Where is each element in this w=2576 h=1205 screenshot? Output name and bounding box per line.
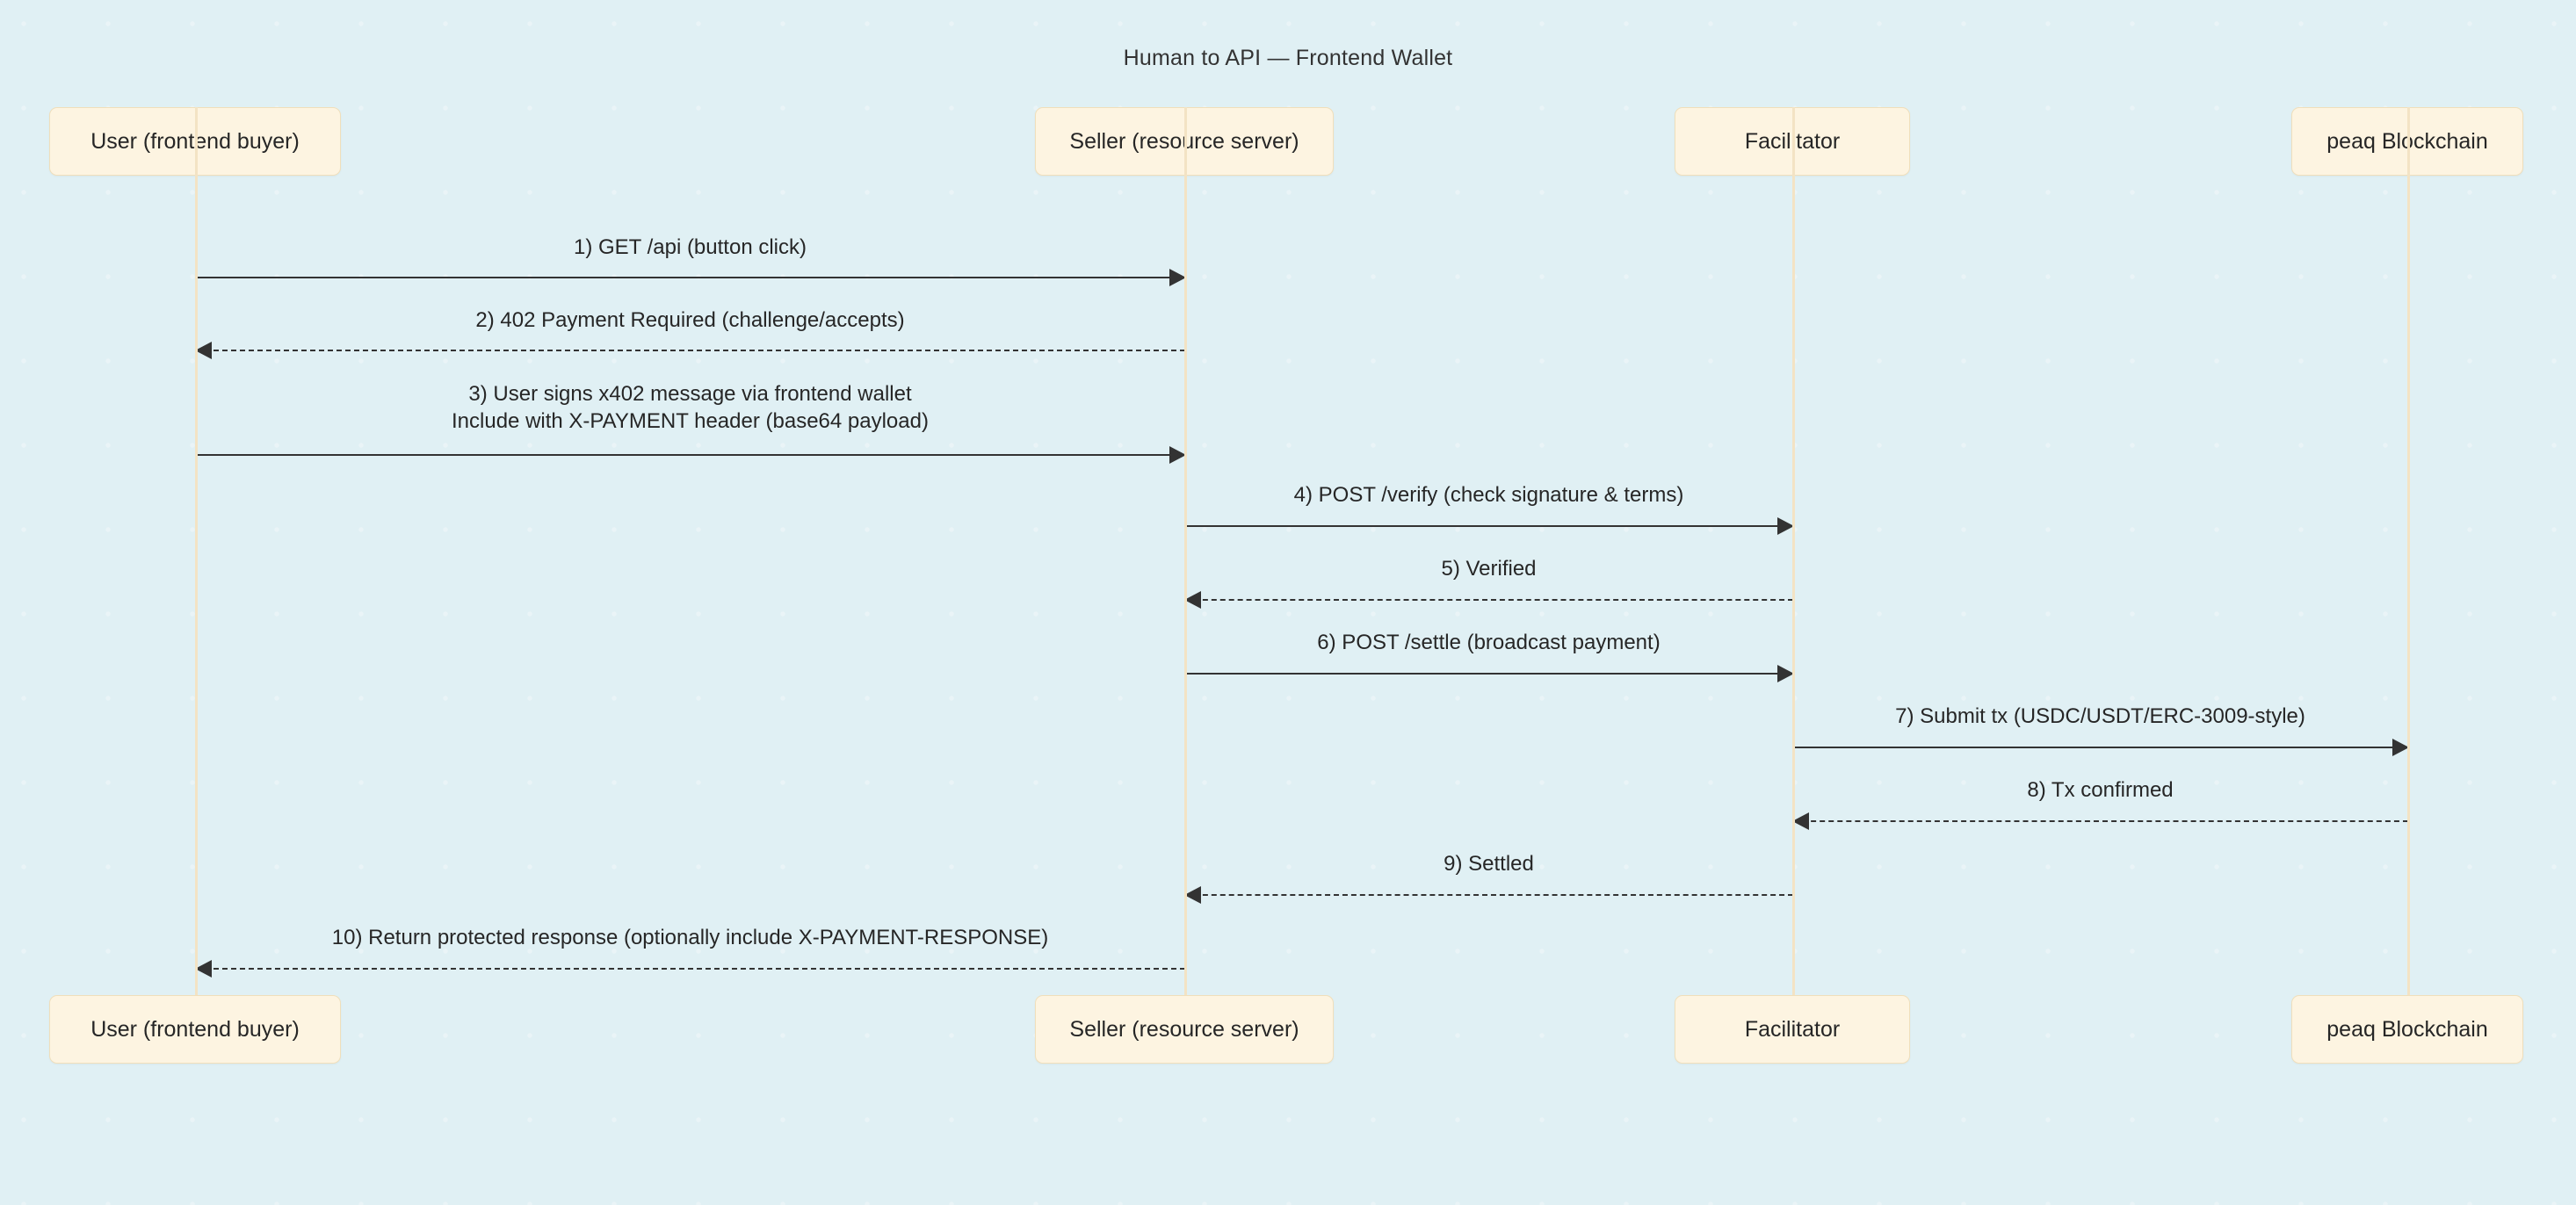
message-label-6: 6) POST /settle (broadcast payment) xyxy=(1317,631,1661,654)
arrow-head-icon xyxy=(1184,591,1201,609)
message-label-1: 1) GET /api (button click) xyxy=(574,235,807,259)
lifeline-seller xyxy=(1184,107,1187,995)
participant-label: User (frontend buyer) xyxy=(90,128,300,154)
arrow-head-icon xyxy=(1777,665,1794,682)
arrow-head-icon xyxy=(1169,446,1186,464)
message-label-2: 2) 402 Payment Required (challenge/accep… xyxy=(475,308,905,332)
participant-seller-bottom[interactable]: Seller (resource server) xyxy=(1035,995,1334,1064)
message-label-8: 8) Tx confirmed xyxy=(2027,778,2174,802)
arrow-head-icon xyxy=(195,342,212,359)
arrow-head-icon xyxy=(1777,517,1794,535)
lifeline-facilitator xyxy=(1792,107,1795,995)
participant-facilitator-bottom[interactable]: Facilitator xyxy=(1675,995,1910,1064)
message-label-7: 7) Submit tx (USDC/USDT/ERC-3009-style) xyxy=(1895,704,2305,728)
participant-label: Facilitator xyxy=(1744,1016,1841,1042)
message-label-5: 5) Verified xyxy=(1441,557,1537,581)
diagram-title: Human to API — Frontend Wallet xyxy=(1123,46,1453,70)
message-label-9: 9) Settled xyxy=(1444,852,1534,876)
lifeline-peaq xyxy=(2407,107,2410,995)
arrow-head-icon xyxy=(1169,269,1186,286)
message-label-4: 4) POST /verify (check signature & terms… xyxy=(1293,483,1684,507)
message-label-10: 10) Return protected response (optionall… xyxy=(331,926,1049,949)
arrow-head-icon xyxy=(195,960,212,978)
participant-label: peaq Blockchain xyxy=(2326,1016,2488,1042)
participant-peaq-bottom[interactable]: peaq Blockchain xyxy=(2291,995,2523,1064)
message-label-3: 3) User signs x402 message via frontend … xyxy=(452,382,929,433)
participant-user-bottom[interactable]: User (frontend buyer) xyxy=(49,995,341,1064)
arrow-head-icon xyxy=(1184,886,1201,904)
arrow-head-icon xyxy=(2392,739,2409,756)
participant-label: Seller (resource server) xyxy=(1069,1016,1299,1042)
arrow-head-icon xyxy=(1792,812,1809,830)
participant-label: User (frontend buyer) xyxy=(90,1016,300,1042)
lifeline-user xyxy=(195,107,198,995)
